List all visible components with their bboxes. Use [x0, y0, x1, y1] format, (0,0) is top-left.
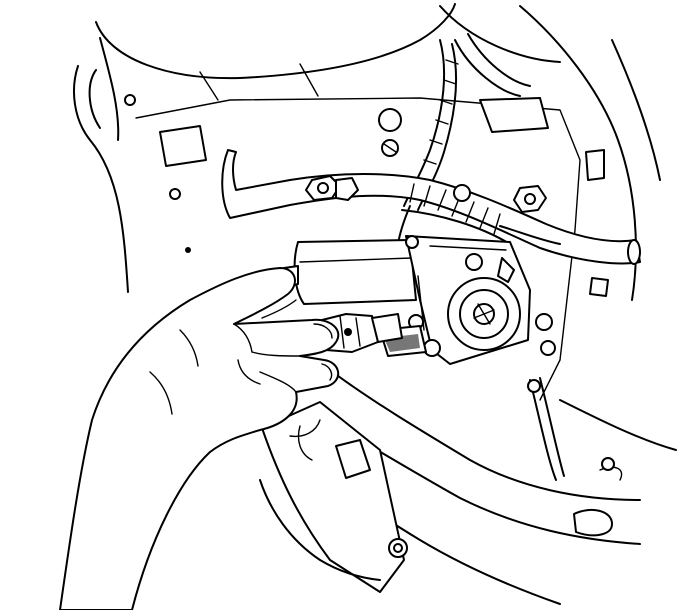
bolt-hole [453, 184, 471, 202]
door-handle-bracket [259, 401, 408, 593]
mounting-bolts [305, 175, 547, 213]
door-inner-panel [73, 3, 661, 401]
window-motor [282, 235, 609, 365]
motor-electrical-connector [321, 313, 403, 353]
bolt-upper-right [513, 185, 547, 213]
regulator-cable [527, 377, 565, 481]
technician-hand [59, 267, 340, 610]
bolt-upper-left-2 [335, 177, 359, 201]
bolt-upper-left [305, 175, 341, 201]
